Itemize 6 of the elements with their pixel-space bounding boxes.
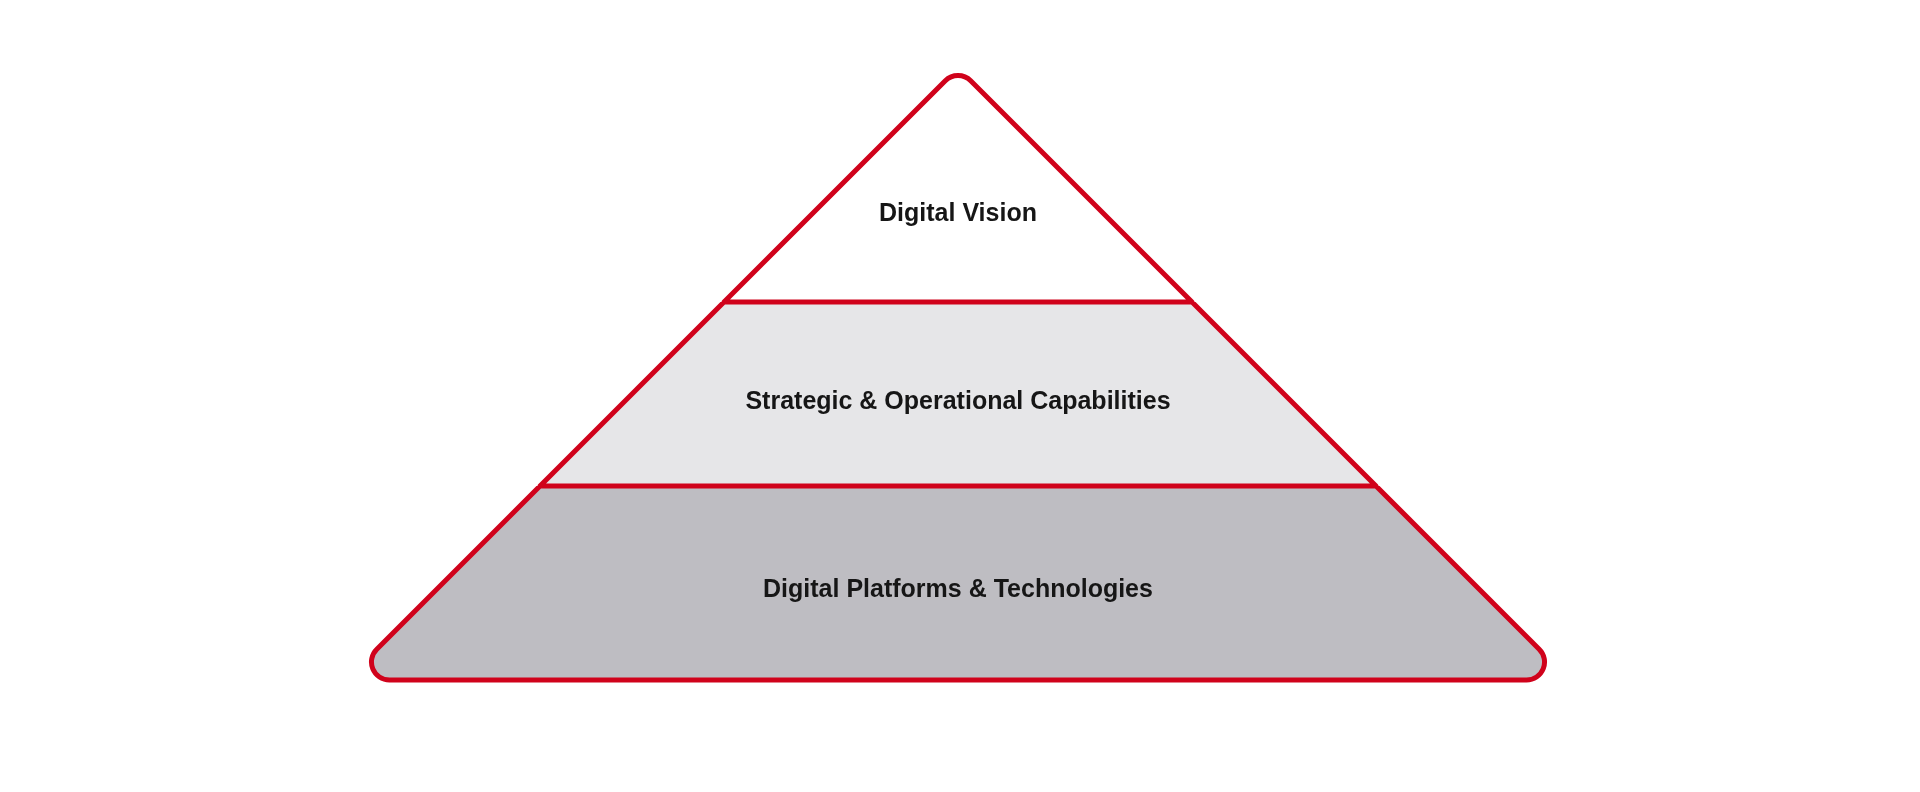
pyramid-tier: [719, 72, 1197, 302]
tier-label: Digital Platforms & Technologies: [763, 573, 1153, 603]
pyramid-tier: [368, 486, 1548, 683]
tier-label: Digital Vision: [879, 197, 1037, 227]
pyramid-tier: [535, 302, 1381, 486]
tier-label: Strategic & Operational Capabilities: [745, 385, 1171, 415]
